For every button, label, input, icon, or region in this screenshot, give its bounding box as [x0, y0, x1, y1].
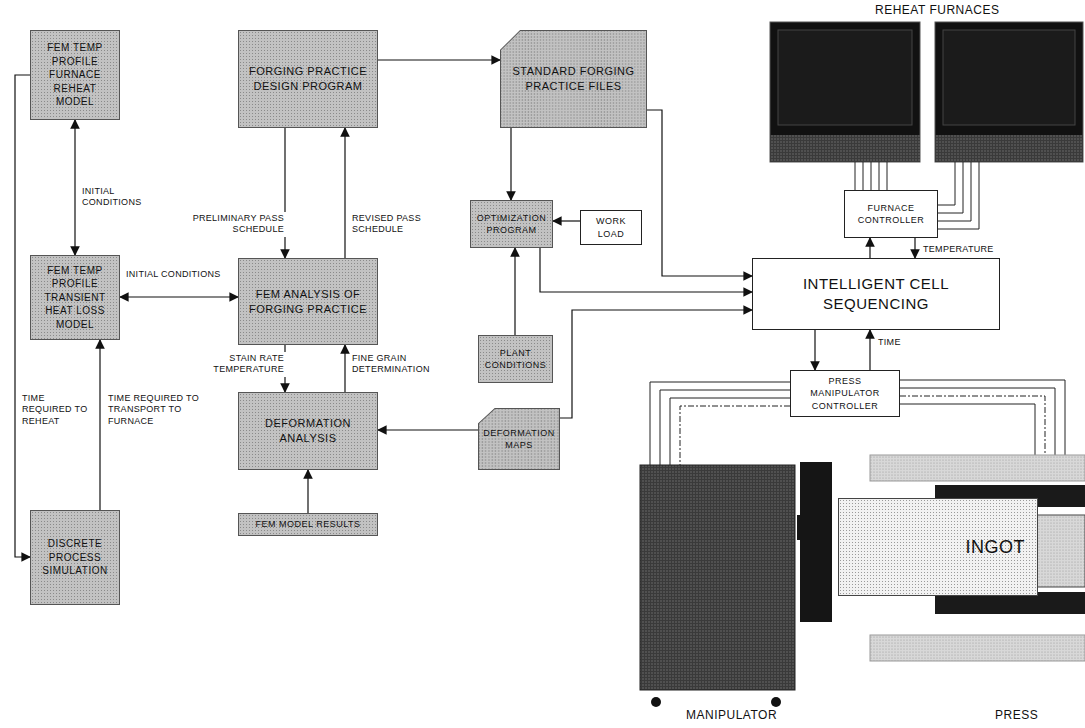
- node-text: FEM TEMP PROFILE FURNACE REHEAT MODEL: [35, 41, 115, 109]
- node-text: FORGING PRACTICE DESIGN PROGRAM: [243, 64, 373, 94]
- controller-box: FURNACE CONTROLLER: [844, 190, 938, 238]
- connector: [514, 248, 515, 335]
- node-text: DEFORMATION MAPS: [482, 427, 556, 451]
- input-box: WORK LOAD: [580, 210, 642, 245]
- model-box: FEM TEMP PROFILE FURNACE REHEAT MODEL: [30, 30, 120, 120]
- edge-label: INITIAL CONDITIONS: [124, 268, 233, 281]
- edge-label: STAIN RATE TEMPERATURE: [196, 352, 286, 377]
- node-text: OPTIMIZATION PROGRAM: [475, 212, 548, 236]
- connector: [74, 120, 75, 255]
- results-box: FEM MODEL RESULTS: [238, 513, 378, 536]
- connector: [378, 59, 500, 60]
- connector: [647, 110, 752, 276]
- node-text: DEFORMATION ANALYSIS: [243, 416, 373, 446]
- sequencer-box: INTELLIGENT CELL SEQUENCING: [752, 258, 1000, 330]
- connector: [869, 238, 870, 258]
- connector: [553, 220, 580, 221]
- connector: [814, 330, 815, 370]
- edge-label: PRELIMINARY PASS SCHEDULE: [186, 212, 286, 237]
- node-text: INGOT: [966, 535, 1026, 559]
- file-box: STANDARD FORGING PRACTICE FILES: [500, 30, 647, 128]
- connector: [540, 248, 752, 292]
- connector: [344, 345, 345, 392]
- edge-label: TIME REQUIRED TO REHEAT: [20, 392, 98, 428]
- connector: [560, 310, 752, 418]
- model-box: FEM TEMP PROFILE TRANSIENT HEAT LOSS MOD…: [30, 255, 120, 340]
- node-text: PLANT CONDITIONS: [483, 347, 548, 371]
- cut-corner-outline: [500, 30, 647, 128]
- edge-label: INITIAL CONDITIONS: [80, 185, 166, 210]
- part-label: REHEAT FURNACES: [875, 3, 999, 17]
- connector: [120, 296, 238, 297]
- connector: [378, 429, 478, 430]
- connector: [869, 330, 870, 370]
- node-text: STANDARD FORGING PRACTICE FILES: [504, 64, 643, 94]
- node-text: FEM MODEL RESULTS: [255, 518, 360, 530]
- connector: [914, 238, 915, 258]
- connector: [15, 75, 30, 557]
- analysis-box: DEFORMATION ANALYSIS: [238, 392, 378, 470]
- connector: [284, 128, 285, 258]
- edge-label: FINE GRAIN DETERMINATION: [350, 352, 458, 377]
- reheat-furnace: [770, 22, 920, 162]
- edge-label: REVISED PASS SCHEDULE: [350, 212, 454, 237]
- node-text: WORK LOAD: [585, 215, 637, 239]
- edge-label: TIME: [876, 336, 920, 349]
- edge-label: TIME REQUIRED TO TRANSPORT TO FURNACE: [106, 392, 210, 428]
- simulation-box: DISCRETE PROCESS SIMULATION: [30, 510, 120, 605]
- connector: [510, 128, 511, 200]
- analysis-box: FEM ANALYSIS OF FORGING PRACTICE: [238, 258, 378, 345]
- connector: [99, 340, 100, 510]
- input-box: PLANT CONDITIONS: [478, 335, 553, 383]
- edge-label: TEMPERATURE: [921, 243, 1005, 256]
- connector: [344, 128, 345, 258]
- node-text: INTELLIGENT CELL SEQUENCING: [757, 274, 995, 315]
- node-text: PRESS MANIPULATOR CONTROLLER: [795, 375, 895, 411]
- controller-box: PRESS MANIPULATOR CONTROLLER: [790, 370, 900, 417]
- node-text: FEM TEMP PROFILE TRANSIENT HEAT LOSS MOD…: [35, 264, 115, 332]
- program-box: OPTIMIZATION PROGRAM: [470, 200, 553, 248]
- cut-corner-outline: [478, 408, 560, 470]
- part-label: PRESS: [995, 708, 1038, 722]
- ingot: INGOT: [838, 498, 1038, 596]
- reheat-furnace: [935, 22, 1083, 162]
- program-box: FORGING PRACTICE DESIGN PROGRAM: [238, 30, 378, 128]
- node-text: FURNACE CONTROLLER: [849, 202, 933, 226]
- node-text: FEM ANALYSIS OF FORGING PRACTICE: [243, 287, 373, 317]
- node-text: DISCRETE PROCESS SIMULATION: [35, 537, 115, 578]
- part-label: MANIPULATOR: [686, 708, 777, 722]
- manipulator: [640, 462, 832, 707]
- connector: [307, 470, 308, 513]
- file-box: DEFORMATION MAPS: [478, 408, 560, 470]
